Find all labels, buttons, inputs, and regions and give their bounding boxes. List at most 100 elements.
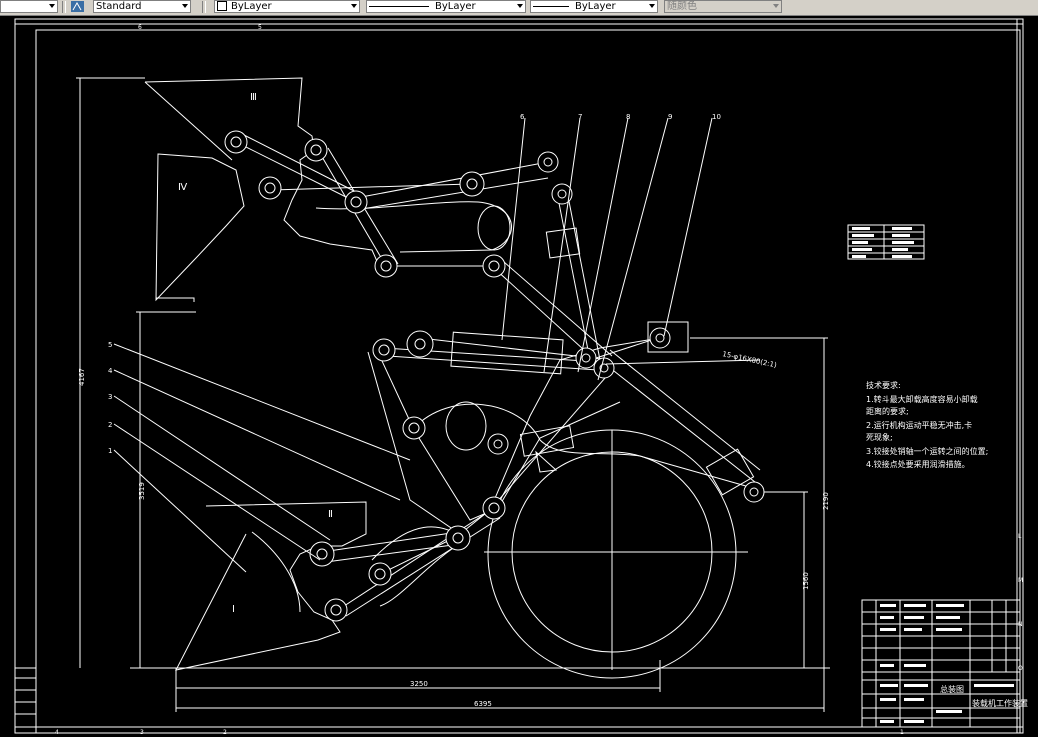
lower-link	[345, 517, 501, 617]
title-cell-fill	[936, 710, 962, 713]
leader-line	[543, 117, 581, 373]
title-cell-fill	[880, 720, 894, 723]
parts-list-table	[847, 224, 925, 260]
table-cell-fill	[892, 255, 912, 258]
pin-joint	[344, 190, 368, 214]
border-mark-bottom: 4	[55, 729, 59, 736]
title-cell-fill	[904, 684, 928, 687]
part-leaders-top	[501, 117, 713, 381]
dim-height-right: 2190	[822, 492, 830, 510]
title-cell-fill	[880, 698, 896, 701]
upper-slot	[477, 205, 511, 251]
dimstyle-select[interactable]: Standard	[93, 0, 191, 13]
title-cell-fill	[880, 628, 896, 631]
tech-req-line: 距离的要求;	[866, 406, 909, 416]
lower-link	[379, 535, 459, 575]
pin-joint	[482, 496, 506, 520]
dim-height-pin: 3519	[138, 482, 146, 500]
border-mark-bottom: 1	[900, 729, 904, 736]
tech-req-line: 死现象;	[866, 432, 893, 442]
leader-line	[113, 423, 321, 561]
view-label-iv: Ⅳ	[178, 182, 188, 193]
pin-joint	[482, 254, 506, 278]
boom-link	[599, 359, 761, 487]
lower-bucket-inner	[251, 531, 301, 613]
angle-leader	[605, 359, 761, 365]
leader-line	[577, 117, 629, 373]
tech-requirements: 技术要求: 1.转斗最大卸载高度容易小卸载 距离的要求; 2.运行机构运动平稳无…	[866, 380, 988, 469]
tech-req-line: 3.铰接处销轴一个运转之间的位置;	[866, 446, 988, 456]
lineweight-select[interactable]: ByLayer	[530, 0, 658, 13]
part-number-5: 5	[108, 341, 112, 349]
upper-rod	[355, 161, 549, 199]
title-cell-fill	[880, 684, 898, 687]
part-number-6: 6	[520, 113, 525, 121]
toolbar-separator	[62, 1, 66, 13]
lineweight-preview-icon	[533, 5, 569, 7]
upper-link	[503, 261, 613, 357]
title-cell-fill	[904, 616, 924, 619]
border-mark-right: L	[1018, 533, 1022, 540]
lift-cylinder	[705, 448, 755, 496]
title-cell-fill	[904, 698, 924, 701]
pin-joint	[374, 254, 398, 278]
part-number-9: 9	[668, 113, 672, 121]
title-block	[861, 599, 1021, 728]
tech-req-line: 4.铰接点处要采用润滑措施。	[866, 459, 970, 469]
pin-joint	[309, 541, 335, 567]
boom-frame	[367, 337, 661, 535]
view-label-iii: Ⅲ	[250, 92, 257, 103]
dim-height-total: 4167	[78, 368, 86, 386]
plotstyle-value: 随颜色	[667, 1, 697, 12]
properties-toolbar: Standard ByLayer ByLayer ByLayer 随颜色	[0, 0, 1038, 16]
pin-joint	[487, 433, 509, 455]
linetype-select[interactable]: ByLayer	[366, 0, 526, 13]
linetype-value: ByLayer	[435, 1, 476, 12]
upper-boom-link	[241, 133, 357, 193]
view-label-i: Ⅰ	[232, 604, 235, 615]
title-cell-fill	[936, 616, 960, 619]
dimstyle-icon[interactable]	[70, 0, 86, 13]
plotstyle-select[interactable]: 随颜色	[664, 0, 782, 13]
dim-width-inner: 3250	[410, 680, 428, 688]
dim-width-outer: 6395	[474, 700, 492, 708]
inner-frame	[35, 29, 1021, 734]
cylinder-rod	[387, 355, 599, 371]
upper-bucket	[144, 77, 381, 302]
view-label-ii: Ⅱ	[328, 509, 333, 520]
title-cell-fill	[936, 628, 962, 631]
part-number-10: 10	[712, 113, 721, 121]
pin-joint	[537, 151, 559, 173]
style-combo-fragment[interactable]	[0, 0, 58, 13]
lineweight-value: ByLayer	[575, 1, 616, 12]
chevron-down-icon	[517, 4, 523, 8]
table-cell-fill	[892, 227, 912, 230]
title-cell-fill	[880, 604, 896, 607]
parts-list-fills	[852, 227, 914, 258]
table-cell-fill	[892, 241, 914, 244]
layer-color-select[interactable]: ByLayer	[214, 0, 360, 13]
pin-joint	[743, 481, 765, 503]
cad-drawing-canvas[interactable]: 6 5 4 3 2 1 L M N O	[0, 15, 1038, 737]
pin-joint	[593, 357, 615, 379]
linetype-preview-icon	[369, 5, 429, 7]
outer-border	[14, 18, 1024, 734]
pivot-bracket	[647, 321, 689, 353]
part-number-3: 3	[108, 393, 112, 401]
title-cell-fill	[974, 684, 1014, 687]
drawing-title: 装载机工作装置	[972, 698, 1028, 708]
leader-line	[113, 369, 401, 501]
loader-mechanism	[130, 77, 830, 679]
frame-plate	[413, 403, 761, 491]
title-cell-fill	[904, 628, 922, 631]
leader-line	[113, 343, 411, 461]
revision-block	[14, 667, 37, 728]
pin-joint	[324, 598, 348, 622]
part-number-8: 8	[626, 113, 630, 121]
layer-value: ByLayer	[231, 1, 272, 12]
pin-joint	[459, 171, 485, 197]
leader-line	[501, 117, 526, 341]
leader-line	[113, 395, 331, 541]
table-cell-fill	[852, 241, 868, 244]
lower-link	[337, 507, 495, 611]
